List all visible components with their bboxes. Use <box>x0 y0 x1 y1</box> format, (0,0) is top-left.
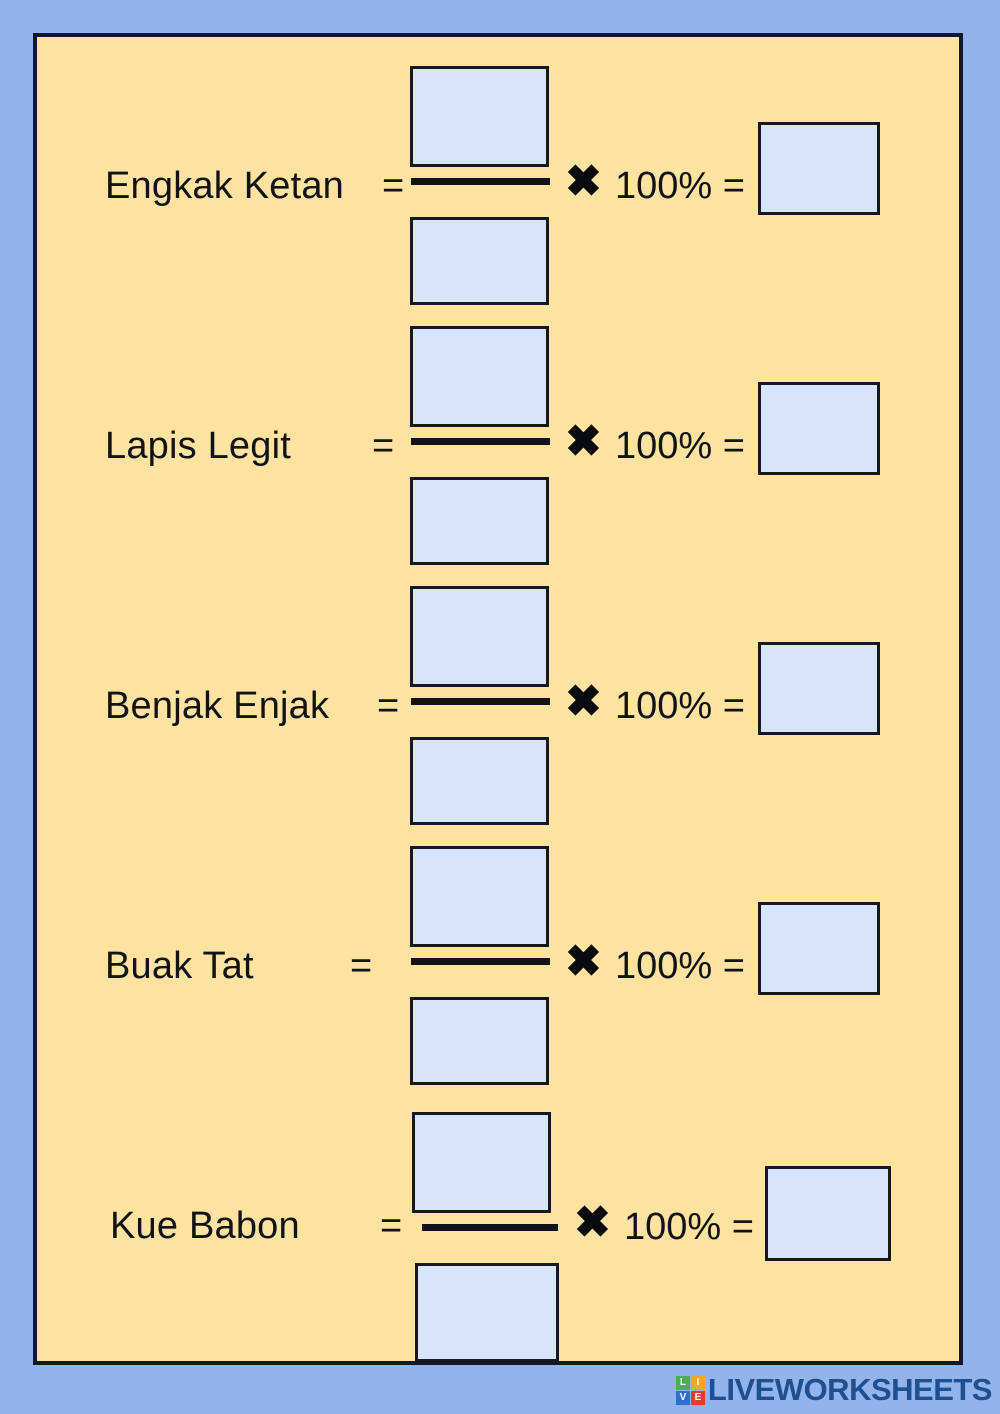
logo-tile-l: L <box>675 1375 690 1390</box>
numerator-input[interactable] <box>410 586 549 687</box>
logo-tile-i: I <box>690 1375 705 1390</box>
numerator-input[interactable] <box>410 846 549 947</box>
liveworksheets-logo-icon: L I V E <box>675 1375 705 1405</box>
denominator-input[interactable] <box>410 217 549 305</box>
answer-input[interactable] <box>758 382 880 475</box>
item-label: Benjak Enjak <box>105 685 330 727</box>
multiply-icon: ✖ <box>565 677 602 726</box>
numerator-input[interactable] <box>410 66 549 167</box>
percent-factor: 100% = <box>615 165 745 207</box>
percent-factor: 100% = <box>624 1206 754 1248</box>
answer-input[interactable] <box>758 902 880 995</box>
numerator-input[interactable] <box>412 1112 551 1213</box>
fraction-bar <box>422 1224 558 1231</box>
item-label: Engkak Ketan <box>105 165 345 207</box>
exercise-row: Benjak Enjak = ✖ 100% = <box>37 557 959 825</box>
multiply-icon: ✖ <box>565 937 602 986</box>
fraction-bar <box>411 178 550 185</box>
equals-sign: = <box>372 425 395 467</box>
liveworksheets-brand-text: LIVEWORKSHEETS <box>707 1372 993 1407</box>
percent-factor: 100% = <box>615 425 745 467</box>
equals-sign: = <box>380 1205 403 1247</box>
exercise-row: Kue Babon = ✖ 100% = <box>37 1077 959 1362</box>
numerator-input[interactable] <box>410 326 549 427</box>
denominator-input[interactable] <box>410 477 549 565</box>
denominator-input[interactable] <box>415 1263 559 1362</box>
logo-tile-v: V <box>675 1390 690 1405</box>
exercise-row: Engkak Ketan = ✖ 100% = <box>37 37 959 305</box>
percent-factor: 100% = <box>615 945 745 987</box>
equals-sign: = <box>350 945 373 987</box>
exercise-row: Buak Tat = ✖ 100% = <box>37 817 959 1085</box>
answer-input[interactable] <box>765 1166 891 1261</box>
logo-tile-e: E <box>690 1390 705 1405</box>
exercise-row: Lapis Legit = ✖ 100% = <box>37 297 959 565</box>
percent-factor: 100% = <box>615 685 745 727</box>
equals-sign: = <box>377 685 400 727</box>
multiply-icon: ✖ <box>574 1198 611 1247</box>
item-label: Buak Tat <box>105 945 254 987</box>
equals-sign: = <box>382 165 405 207</box>
multiply-icon: ✖ <box>565 417 602 466</box>
answer-input[interactable] <box>758 122 880 215</box>
worksheet-sheet: Engkak Ketan = ✖ 100% = Lapis Legit = ✖ … <box>33 33 963 1365</box>
item-label: Kue Babon <box>110 1205 300 1247</box>
denominator-input[interactable] <box>410 737 549 825</box>
answer-input[interactable] <box>758 642 880 735</box>
fraction-bar <box>411 958 550 965</box>
fraction-bar <box>411 438 550 445</box>
liveworksheets-footer: L I V E LIVEWORKSHEETS <box>675 1372 993 1408</box>
fraction-bar <box>411 698 550 705</box>
multiply-icon: ✖ <box>565 157 602 206</box>
item-label: Lapis Legit <box>105 425 292 467</box>
denominator-input[interactable] <box>410 997 549 1085</box>
